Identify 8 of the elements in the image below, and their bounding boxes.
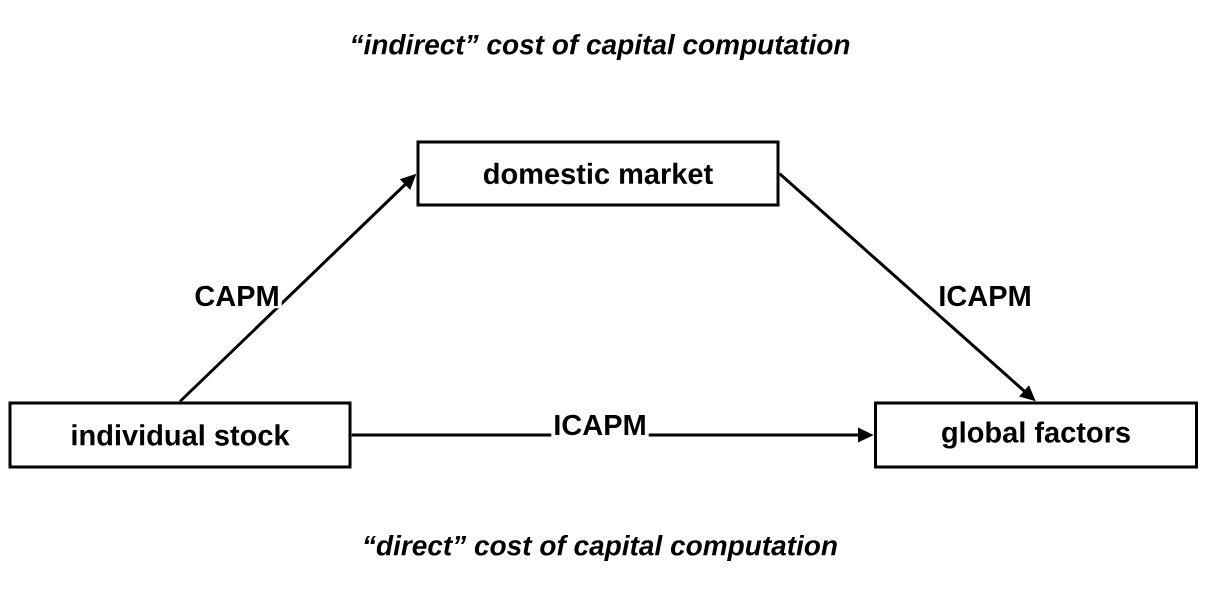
caption: “direct” cost of capital computation: [364, 534, 837, 562]
title: “indirect” cost of capital computation: [352, 33, 850, 61]
process-box: individual stock: [8, 401, 352, 469]
edge-label: CAPM: [192, 283, 282, 309]
process-box: domestic market: [416, 140, 780, 207]
edge-label: ICAPM: [551, 412, 649, 438]
edge-label: ICAPM: [936, 283, 1034, 309]
process-box: global factors: [874, 401, 1198, 469]
